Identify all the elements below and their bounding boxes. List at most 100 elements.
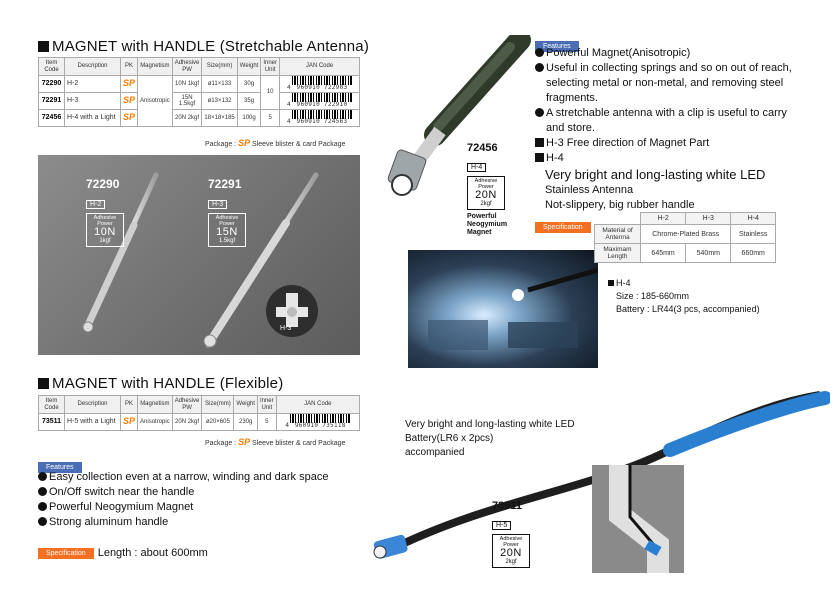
feature-item: Easy collection even at a narrow, windin…	[38, 470, 358, 485]
feature-item: Powerful Magnet(Anisotropic)	[535, 46, 835, 61]
model-72290: 72290 H-2 Adhesive Power 10N 1kgf	[86, 177, 124, 247]
model-72456: 72456 H-4 Adhesive Power 20N 2kgf Powerf…	[467, 142, 508, 236]
table-header-row: Item Code Description PK Magnetism Adhes…	[38, 57, 360, 76]
feature-h4: H-4	[535, 151, 835, 166]
spec-row: Material of Antenna Chrome-Plated Brass …	[594, 224, 776, 244]
table-row: 72456 H-4 with a Light SP 20N 2kgf 18×18…	[38, 109, 360, 127]
flexible-magnet-illustration	[373, 391, 830, 559]
item-code: 72290	[38, 75, 65, 93]
col-header: Inner Unit	[260, 57, 281, 76]
spec-length-row: Specification Length : about 600mm	[38, 547, 208, 559]
section1-table: Item Code Description PK Magnetism Adhes…	[38, 57, 360, 127]
table-header-row: Item Code Description PK Magnetism Adhes…	[38, 395, 361, 414]
note-title: H-4	[608, 277, 760, 290]
bullet-icon	[535, 108, 544, 117]
table-row: 72290 H-2 SP Anisotropic 10N 1kgf ø11×13…	[38, 75, 360, 127]
item-desc: H-4 with a Light	[64, 109, 121, 127]
bullet-icon	[38, 517, 47, 526]
col-header: JAN Code	[279, 57, 360, 76]
spec-header-row: H-2 H-3 H-4	[594, 212, 776, 225]
product-photo-h2-h3: 72290 H-2 Adhesive Power 10N 1kgf 72291 …	[38, 155, 360, 355]
item-size: ø13×132	[201, 92, 238, 110]
model-73511: 73511 H-5 Adhesive Power 20N 2kgf	[492, 500, 530, 568]
item-weight: 35g	[236, 92, 262, 110]
bullet-icon	[38, 472, 47, 481]
adhesive-power-box: Adhesive Power 20N 2kgf	[492, 534, 530, 568]
h4-notes: H-4 Size : 185-660mm Battery : LR44(3 pc…	[608, 277, 760, 316]
adhesive-power: 20N 2kgf	[171, 109, 203, 127]
item-size: ø11×133	[201, 75, 238, 93]
h4-light-magnet-illustration	[387, 35, 531, 196]
col-header: Description	[64, 57, 121, 76]
item-desc: H-2	[64, 75, 121, 93]
bullet-icon	[535, 63, 544, 72]
col-header: Size(mm)	[201, 57, 238, 76]
spec-row: Maximam Length 645mm 540mm 660mm	[594, 243, 776, 263]
bullet-icon	[535, 48, 544, 57]
pk-sp: SP	[119, 109, 139, 127]
col-header: H-3	[685, 212, 732, 225]
engine-bay-photo	[408, 250, 599, 368]
magnetism: Anisotropic	[137, 75, 173, 127]
col-header: Weight	[236, 57, 262, 76]
feature-h3: H-3 Free direction of Magnet Part	[535, 136, 835, 151]
square-bullet-icon	[608, 280, 614, 286]
package-note-2: Package : SP Sleeve blister & card Packa…	[205, 437, 346, 447]
engine-illustration	[428, 267, 599, 350]
pipe-bend-illustration	[609, 465, 669, 573]
adhesive-power-box: Adhesive Power 20N 2kgf	[467, 176, 505, 210]
h3-inset-circle: H-3	[266, 285, 318, 337]
col-header: Item Code	[38, 57, 65, 76]
spec-table: H-2 H-3 H-4 Material of Antenna Chrome-P…	[594, 212, 776, 263]
section1-title: MAGNET with HANDLE (Stretchable Antenna)	[38, 38, 369, 55]
square-bullet-icon	[38, 41, 49, 52]
adhesive-power: 15N 1.5kgf	[171, 92, 203, 110]
adhesive-power: 10N 1kgf	[171, 75, 203, 93]
h5-description: Very bright and long-lasting white LED B…	[405, 419, 575, 458]
square-bullet-icon	[535, 138, 544, 147]
col-header: H-4	[730, 212, 776, 225]
feature-item: On/Off switch near the handle	[38, 485, 358, 500]
item-code: 72456	[38, 109, 65, 127]
col-header: Magnetism	[137, 57, 173, 76]
item-size: 18×18×185	[201, 109, 238, 127]
square-bullet-icon	[38, 378, 49, 389]
antenna-magnets-illustration	[82, 172, 319, 348]
section2-title: MAGNET with HANDLE (Flexible)	[38, 375, 283, 392]
item-code: 72291	[38, 92, 65, 110]
adhesive-power-box: Adhesive Power 15N 1.5kgf	[208, 213, 246, 247]
square-bullet-icon	[535, 153, 544, 162]
item-weight: 100g	[236, 109, 262, 127]
barcode-icon	[291, 110, 352, 120]
barcode-icon	[290, 414, 351, 424]
narrow-pipe-inset	[592, 465, 684, 573]
col-header: PK	[119, 57, 139, 76]
col-header: Adhesive PW	[171, 57, 203, 76]
magnet-head-icon	[276, 293, 308, 327]
col-header: H-2	[639, 212, 687, 225]
item-weight: 30g	[236, 75, 262, 93]
feature-item: Useful in collecting springs and so on o…	[535, 61, 835, 76]
features-list-2: Easy collection even at a narrow, windin…	[38, 470, 358, 530]
feature-item: Powerful Neogymium Magnet	[38, 500, 358, 515]
bullet-icon	[38, 487, 47, 496]
item-desc: H-3	[64, 92, 121, 110]
adhesive-power-box: Adhesive Power 10N 1kgf	[86, 213, 124, 247]
magnet-caption: Powerful Neogymium Magnet	[467, 213, 508, 236]
pk-sp: SP	[119, 92, 139, 110]
feature-item: Strong aluminum handle	[38, 515, 358, 530]
model-72291: 72291 H-3 Adhesive Power 15N 1.5kgf	[208, 177, 246, 247]
bullet-icon	[38, 502, 47, 511]
spec-corner	[594, 212, 641, 225]
pk-sp: SP	[119, 75, 139, 93]
features-badge-2: Features	[38, 454, 82, 473]
inner-unit: 5	[260, 109, 281, 127]
package-note: Package : SP Sleeve blister & card Packa…	[205, 138, 346, 148]
barcode-icon	[291, 76, 352, 86]
features-badge-1: Features	[535, 33, 579, 52]
